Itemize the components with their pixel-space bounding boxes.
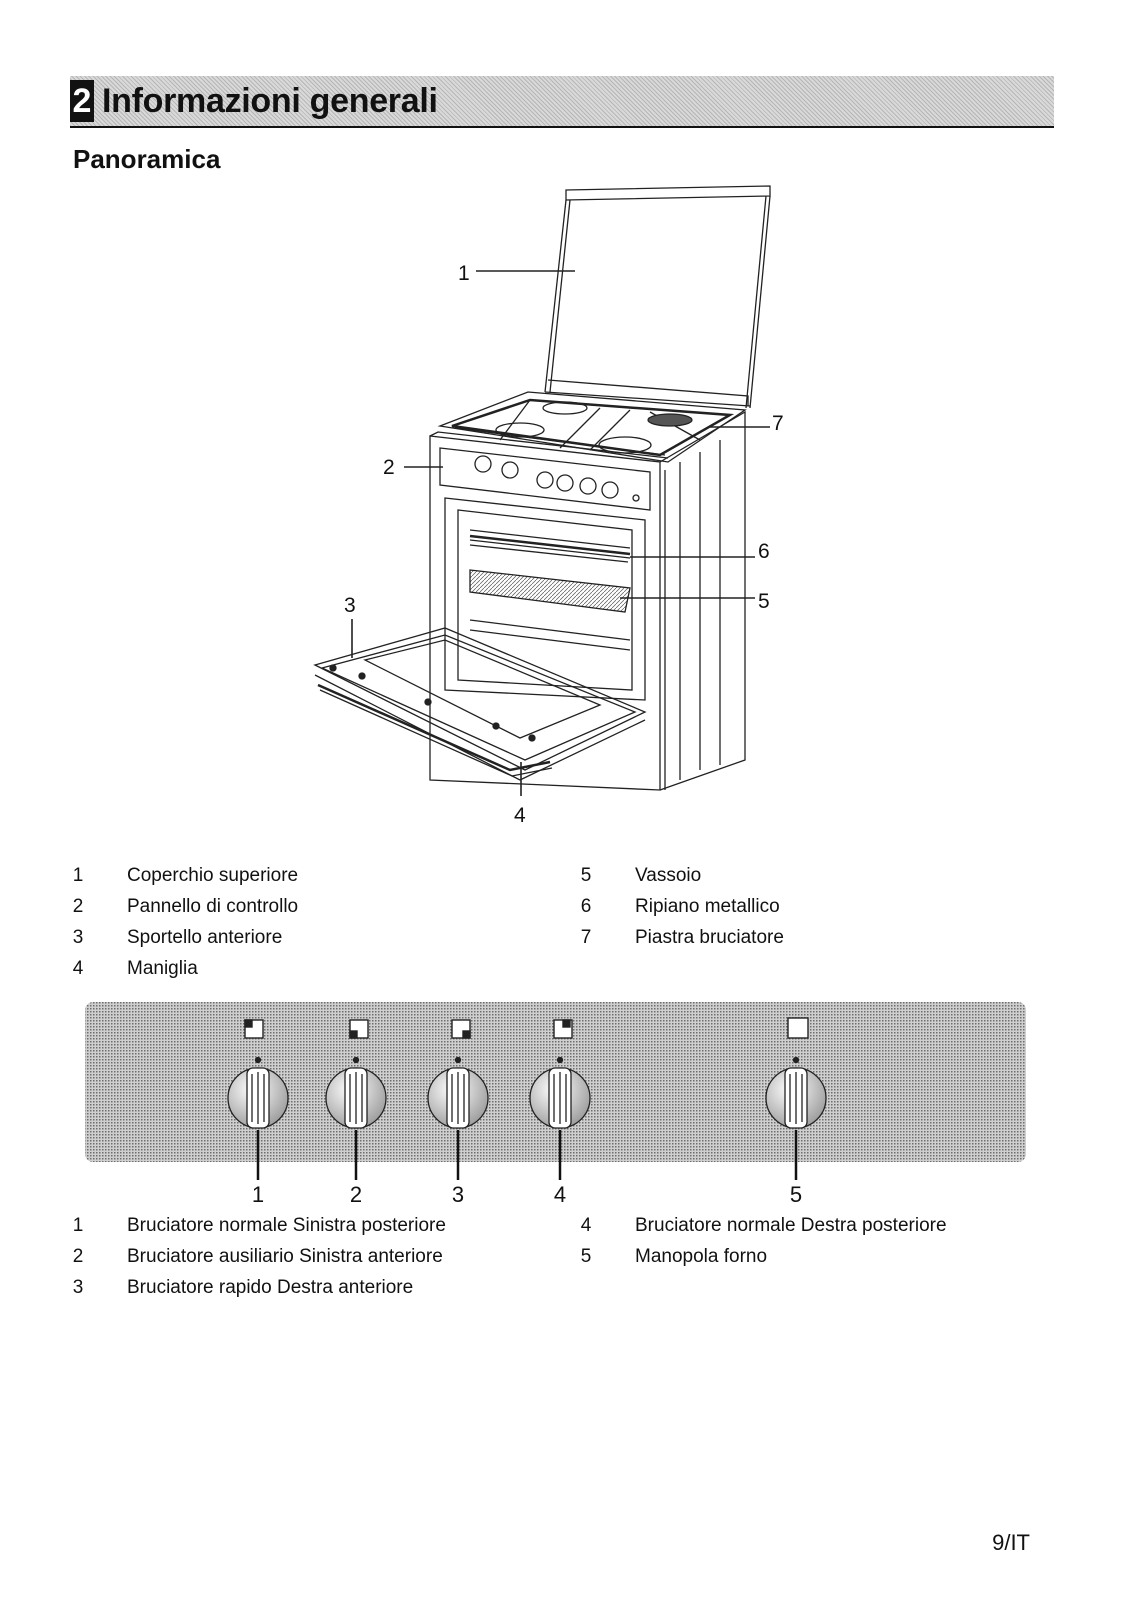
legend-label: Ripiano metallico: [635, 896, 780, 917]
legend-label: Bruciatore normale Destra posteriore: [635, 1215, 947, 1236]
section-header: 2 Informazioni generali: [70, 76, 1054, 128]
knob-label-3: 3: [451, 1182, 465, 1207]
callout-3: 3: [344, 594, 356, 617]
legend-label: Maniglia: [127, 958, 198, 979]
stove-body: [429, 410, 746, 791]
legend-label: Bruciatore normale Sinistra posteriore: [127, 1215, 446, 1236]
legend-number: 4: [580, 1215, 592, 1236]
legend-label: Coperchio superiore: [127, 865, 299, 886]
oven-door: [313, 627, 647, 781]
callout-7: 7: [772, 412, 784, 435]
control-panel-illustration: [85, 1002, 1026, 1180]
callout-4: 4: [514, 804, 526, 827]
legend-label: Vassoio: [635, 865, 702, 886]
section-number: 2: [70, 80, 94, 122]
legend-label: Sportello anteriore: [127, 927, 283, 948]
legend-label: Pannello di controllo: [127, 896, 299, 917]
legend-number: 1: [72, 865, 84, 886]
legend-label: Bruciatore ausiliario Sinistra anteriore: [127, 1246, 443, 1267]
page-number: 9/IT: [992, 1530, 1030, 1555]
legend-number: 1: [72, 1215, 84, 1236]
section-title: Informazioni generali: [102, 82, 438, 120]
overview-heading: Panoramica: [73, 144, 221, 174]
legend-label: Piastra bruciatore: [635, 927, 784, 948]
legend-number: 2: [72, 1246, 84, 1267]
knob-label-2: 2: [349, 1182, 363, 1207]
legend-number: 2: [72, 896, 84, 917]
knob-label-1: 1: [251, 1182, 265, 1207]
oven-symbol-icon: [787, 1017, 809, 1039]
knob-callout-lines: [256, 1130, 798, 1180]
callout-6: 6: [758, 540, 770, 563]
legend-number: 6: [580, 896, 592, 917]
knob-1[interactable]: [227, 1056, 289, 1129]
legend-label: Manopola forno: [635, 1246, 768, 1267]
legend-number: 7: [580, 927, 592, 948]
callout-2: 2: [383, 456, 395, 479]
callout-lines: [351, 270, 770, 796]
stove-illustration: 1 2 3 4 5 6 7: [313, 185, 784, 827]
knob-5[interactable]: [765, 1056, 827, 1129]
legend-label: Bruciatore rapido Destra anteriore: [127, 1277, 414, 1298]
callout-5: 5: [758, 590, 770, 613]
top-lid: [544, 185, 771, 409]
knob-4[interactable]: [529, 1056, 591, 1129]
legend-number: 5: [580, 1246, 592, 1267]
legend-number: 3: [72, 927, 84, 948]
knob-label-4: 4: [553, 1182, 567, 1207]
burner-symbol-icon: [244, 1019, 264, 1039]
burner-symbol-icon: [349, 1019, 369, 1039]
control-panel: [439, 447, 651, 511]
burner-symbols: [244, 1017, 809, 1039]
knob-2[interactable]: [325, 1056, 387, 1129]
oven-cavity: [444, 497, 646, 701]
knobs: [227, 1056, 827, 1129]
burner-symbol-icon: [553, 1019, 573, 1039]
knob-3[interactable]: [427, 1056, 489, 1129]
callout-1: 1: [458, 262, 470, 285]
door-handle: [317, 683, 553, 777]
legend-number: 4: [72, 958, 84, 979]
burner-symbol-icon: [451, 1019, 471, 1039]
legend-number: 5: [580, 865, 592, 886]
legend-number: 3: [72, 1277, 84, 1298]
knob-label-5: 5: [789, 1182, 803, 1207]
